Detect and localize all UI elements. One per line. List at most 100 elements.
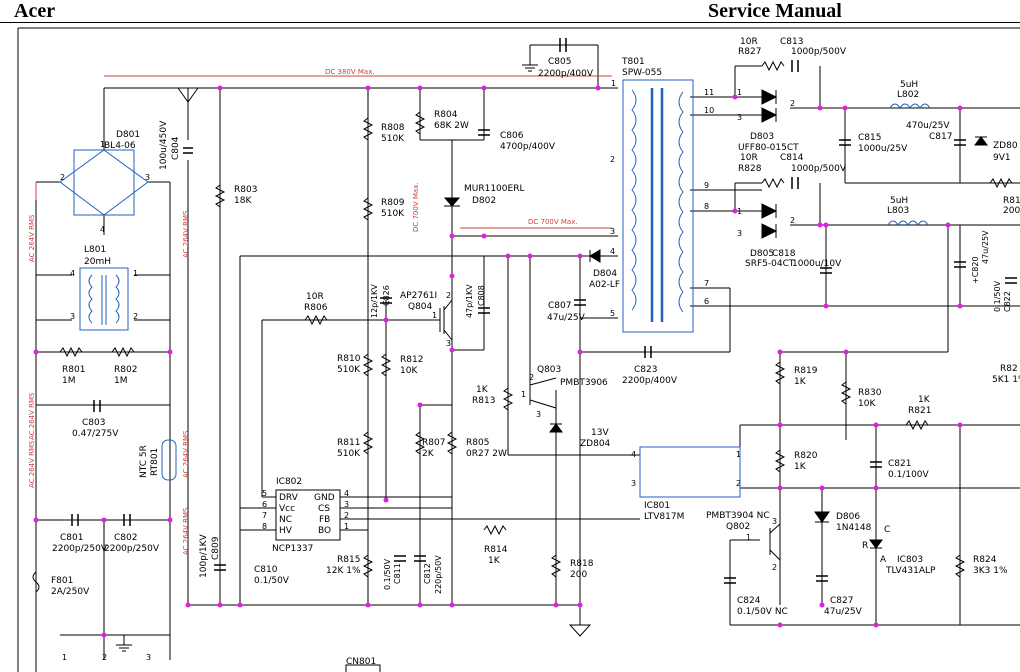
header-rule [0,22,1020,23]
c813-value: C813 [780,37,803,47]
t801-pin-7: 7 [704,279,709,288]
r827-value: 10R [740,37,758,47]
r815-value: 12K 1% [326,566,361,576]
d801-ref: D801 [116,130,140,140]
r808-ref: R808 [381,123,405,133]
ic803-ref: IC803 [897,555,923,565]
q804-pin-3: 3 [446,339,451,348]
l802-value: 5uH [900,80,918,90]
ic801-pin-4: 4 [631,450,636,459]
r814-ref: R814 [484,545,508,555]
c805-value: 2200p/400V [538,69,594,79]
r81x-value: 200 [1003,206,1020,216]
c818-ref: 1000u/10V [792,259,842,269]
ic802-pin-cs: CS [318,504,330,514]
c817-ref: C817 [929,132,952,142]
net-ac-rms-3: AC 264V RMS [28,392,36,440]
c811-ref: C811 [393,563,402,584]
c813-ref: 1000p/500V [791,47,847,57]
t801-pin-9: 9 [704,181,709,190]
r815-ref: R815 [337,555,360,565]
c809-value: 100p/1KV [199,533,209,578]
r806-ref: R806 [304,303,328,313]
r813-value: 1K [476,385,489,395]
d803-pin-3: 3 [737,113,742,122]
r818-value: 200 [570,570,587,580]
t801-value: SPW-055 [622,68,662,78]
r819-ref: R819 [794,366,818,376]
d806-ref: D806 [836,512,860,522]
r811-value: 510K [337,449,361,459]
r803-value: 18K [234,196,252,206]
q802-pin-2: 2 [772,563,777,572]
r804-value: 68K 2W [434,121,469,131]
ic802-num-1: 1 [344,522,349,531]
d804-ref: D804 [593,269,617,279]
r809-value: 510K [381,209,405,219]
r819-value: 1K [794,377,807,387]
ic803-pin-c: C [884,525,890,535]
net-ac-rms-6: AC 264V RMS [28,440,36,488]
rt801-value: NTC 5R [139,445,149,478]
t801-pin-4: 4 [610,247,615,256]
q803-pin-3: 3 [536,410,541,419]
q802-value: PMBT3904 NC [706,511,770,521]
net-ac-rms-2: AC 264V RMS [182,210,190,258]
c822-ref: C822 [1003,291,1012,312]
c814-ref: 1000p/500V [791,164,847,174]
manual-title: Service Manual [708,0,842,22]
l801-pin-2: 2 [133,312,138,321]
c823-ref: C823 [634,365,657,375]
r807-ref: R807 [422,438,445,448]
r805-value: 0R27 2W [466,449,507,459]
ic802-num-6: 6 [262,500,267,509]
r809-ref: R809 [381,198,405,208]
q803-pin-1: 1 [521,390,526,399]
r801-ref: R801 [62,365,85,375]
c801-ref: C801 [60,533,83,543]
ic802-num-4: 4 [344,489,349,498]
c802-ref: C802 [114,533,137,543]
c811-value: 0.1/50V [383,558,392,590]
f801-ref: F801 [51,576,73,586]
net-markers [35,75,612,229]
r820-ref: R820 [794,451,818,461]
r812-value: 10K [400,366,418,376]
t801-pin-6: 6 [704,297,709,306]
r82x-value: 5K1 1% [992,375,1020,385]
c810-value: 0.1/50V [254,576,290,586]
l803-ref: L803 [887,206,909,216]
q803-value: PMBT3906 [560,378,608,388]
c814-value: C814 [780,153,804,163]
c827-value: 47u/25V [824,607,863,617]
d801-pin-4: 4 [100,225,105,234]
schematic-frame [17,27,1020,672]
d806-value: 1N4148 [836,523,872,533]
d805-ref: D805 [750,249,774,259]
ic802-num-7: 7 [262,511,267,520]
d802-value: MUR1100ERL [464,184,524,194]
pin-numbers: 1 2 3 4 5 6 7 8 9 10 11 1 2 3 4 1 2 3 4 … [60,79,890,662]
c812-value: 220p/50V [434,555,443,594]
c822-value: 0.1/50V [993,280,1002,312]
ic801-value: LTV817M [644,512,684,522]
ic801-pin-2: 2 [736,479,741,488]
r811-ref: R811 [337,438,360,448]
cn801-ref: CN801 [346,657,376,667]
c809-ref: C809 [211,536,221,560]
t801-ref: T801 [621,57,645,67]
q803-pin-2: 2 [529,373,534,382]
r803-ref: R803 [234,185,257,195]
r82x-ref: R82 [1000,364,1018,374]
d805-pin-3: 3 [737,229,742,238]
r824-ref: R824 [973,555,997,565]
q804-pin-1: 1 [432,311,437,320]
c807-ref: C807 [548,301,571,311]
d801-pin-3: 3 [145,173,150,182]
d803-ref: D803 [750,132,774,142]
zd80x-value: 9V1 [993,153,1011,163]
t801-pin-10: 10 [704,106,714,115]
net-ac-rms-5: AC 264V RMS [182,507,190,555]
r810-value: 510K [337,365,361,375]
cn-pin-1: 1 [62,653,67,662]
